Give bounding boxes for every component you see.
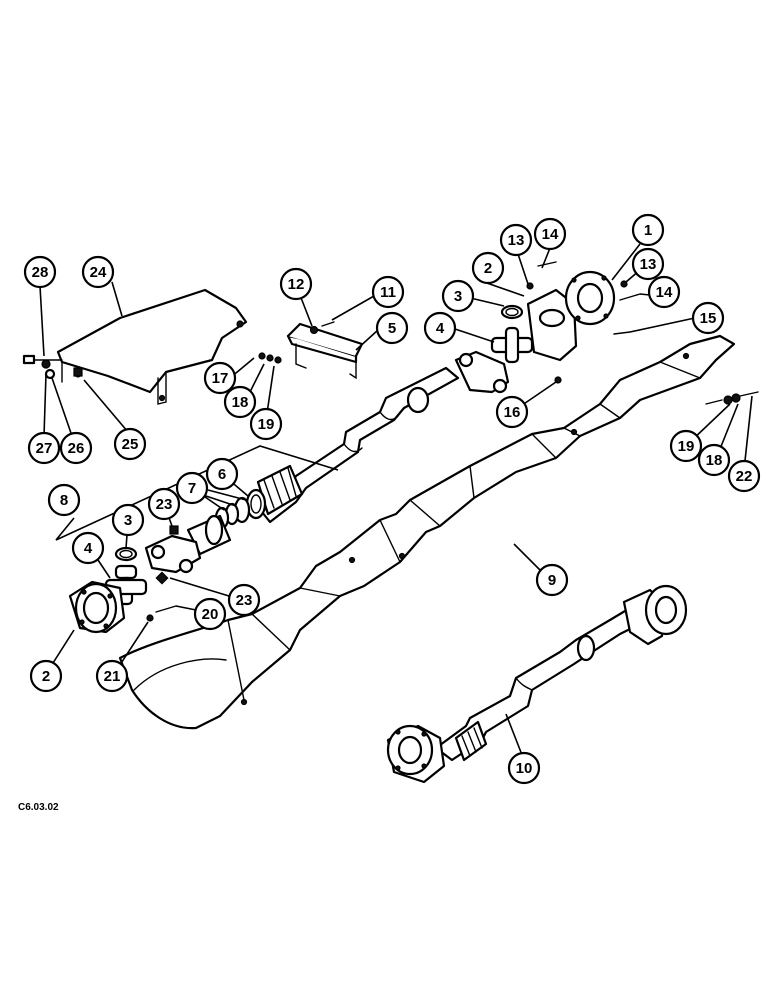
callout-balloon-22: 22 (727, 459, 761, 493)
callout-balloon-16: 16 (495, 395, 529, 429)
callout-label: 18 (232, 394, 249, 411)
callout-balloon-3: 3 (111, 503, 145, 537)
callout-label: 9 (548, 572, 556, 589)
callout-label: 6 (218, 466, 226, 483)
callout-label: 18 (706, 452, 723, 469)
callout-label: 2 (42, 668, 50, 685)
callout-label: 16 (504, 404, 521, 421)
callout-label: 23 (156, 496, 173, 513)
callout-balloon-18: 18 (223, 385, 257, 419)
callout-balloon-7: 7 (175, 471, 209, 505)
support-bracket-part (258, 321, 364, 380)
callout-label: 24 (90, 264, 107, 281)
callout-label: 7 (188, 480, 196, 497)
callout-label: 27 (36, 440, 53, 457)
callout-balloon-14: 14 (647, 275, 681, 309)
callout-balloon-26: 26 (59, 431, 93, 465)
callout-label: 17 (212, 370, 229, 387)
callout-label: 11 (380, 284, 396, 301)
flange-yoke-lower (68, 580, 177, 634)
upper-propshaft (256, 350, 510, 524)
callout-label: 20 (202, 606, 219, 623)
callout-balloon-2: 2 (29, 659, 63, 693)
callout-balloon-12: 12 (279, 267, 313, 301)
callout-label: 3 (124, 512, 132, 529)
callout-balloon-8: 8 (47, 483, 81, 517)
callout-balloon-28: 28 (23, 255, 57, 289)
callout-balloon-5: 5 (375, 311, 409, 345)
callout-balloon-20: 20 (193, 597, 227, 631)
callout-label: 4 (84, 540, 93, 557)
callout-balloon-13: 13 (499, 223, 533, 257)
callout-label: 8 (60, 492, 68, 509)
callout-balloon-23: 23 (227, 583, 261, 617)
callout-label: 14 (656, 284, 673, 301)
callout-label: 21 (104, 668, 121, 685)
callout-balloon-3: 3 (441, 279, 475, 313)
callout-label: 19 (258, 416, 275, 433)
callout-balloon-17: 17 (203, 361, 237, 395)
callout-balloon-6: 6 (205, 457, 239, 491)
callout-label: 4 (436, 320, 445, 337)
callout-label: 3 (454, 288, 462, 305)
callout-label: 14 (542, 226, 559, 243)
callout-balloon-11: 11 (371, 275, 405, 309)
callout-label: 13 (508, 232, 525, 249)
callout-label: 12 (288, 276, 305, 293)
callout-balloon-18: 18 (697, 443, 731, 477)
cover-plate-part (56, 288, 248, 405)
callout-balloon-19: 19 (669, 429, 703, 463)
callout-balloon-25: 25 (113, 427, 147, 461)
callout-label: 23 (236, 592, 253, 609)
callout-balloon-2: 2 (471, 251, 505, 285)
callout-balloon-24: 24 (81, 255, 115, 289)
callout-label: 2 (484, 260, 492, 277)
callout-label: 19 (678, 438, 695, 455)
callout-balloon-19: 19 (249, 407, 283, 441)
callout-balloon-9: 9 (535, 563, 569, 597)
flange-yoke-upper (526, 261, 641, 384)
callout-balloon-10: 10 (507, 751, 541, 785)
slip-yoke-sleeve (144, 514, 232, 585)
callout-label: 10 (516, 760, 533, 777)
callout-balloon-14: 14 (533, 217, 567, 251)
callout-balloon-15: 15 (691, 301, 725, 335)
callout-label: 13 (640, 256, 657, 273)
callout-label: 22 (736, 468, 753, 485)
callout-balloon-21: 21 (95, 659, 129, 693)
callout-balloon-1: 1 (631, 213, 665, 247)
callout-label: 26 (68, 440, 85, 457)
universal-joint-upper (490, 304, 534, 364)
cover-fastener-stack (22, 354, 63, 380)
callout-balloon-4: 4 (71, 531, 105, 565)
callout-label: 1 (644, 222, 652, 239)
callout-label: 25 (122, 436, 139, 453)
callout-label: 5 (388, 320, 396, 337)
complete-propshaft (386, 584, 688, 784)
callout-balloon-23: 23 (147, 487, 181, 521)
callout-label: 15 (700, 310, 717, 327)
callout-label: 28 (32, 264, 49, 281)
callout-balloon-27: 27 (27, 431, 61, 465)
drawing-reference: C6.03.02 (18, 802, 59, 813)
callout-balloon-4: 4 (423, 311, 457, 345)
callout-balloon-13: 13 (631, 247, 665, 281)
